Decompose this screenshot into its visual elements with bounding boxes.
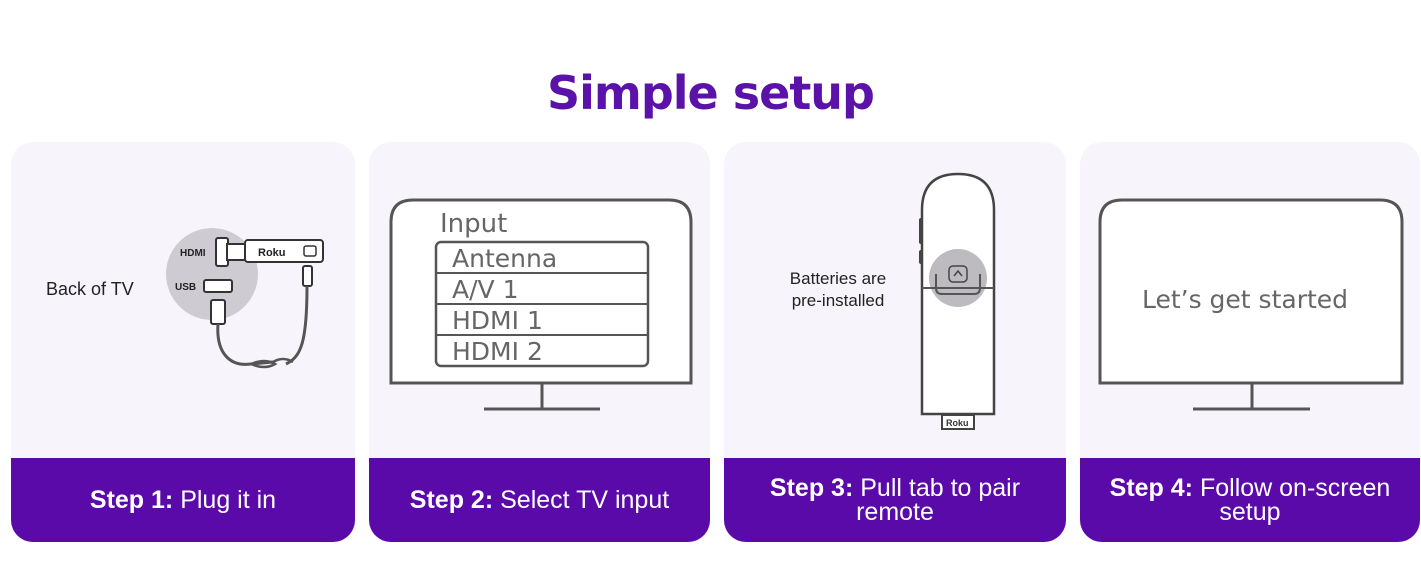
step-3-text: Pull tab to pair remote	[856, 474, 1021, 526]
batteries-caption-line2: pre-installed	[791, 291, 885, 310]
step-3-label: Step 3:	[769, 474, 854, 502]
batteries-caption-line1: Batteries are	[789, 269, 887, 288]
page-title: Simple setup	[547, 66, 875, 120]
step-4-label: Step 4:	[1109, 474, 1194, 502]
tv-screen-svg: Let’s get started	[1098, 198, 1404, 411]
step-2-label: Step 2:	[409, 486, 494, 514]
usb-port-label: USB	[175, 282, 196, 293]
menu-item-hdmi2: HDMI 2	[452, 337, 543, 366]
step-4-text: Follow on-screen setup	[1199, 474, 1391, 526]
usb-port	[203, 279, 233, 293]
tv-input-menu-svg: Input Antenna A/V 1 HDMI 1 HDMI 2	[389, 198, 693, 411]
step-2-footer: Step 2: Select TV input	[369, 458, 710, 542]
step-card-4: Let’s get started Step 4: Follow on-scre…	[1080, 142, 1420, 542]
step-card-2: Input Antenna A/V 1 HDMI 1 HDMI 2 Step 2…	[369, 142, 710, 542]
usb-cable	[285, 285, 309, 366]
back-of-tv-label: Back of TV	[46, 279, 134, 299]
step-card-3: Batteries are pre-installed Roku Step 3:…	[724, 142, 1066, 542]
on-screen-setup-illustration: Let’s get started	[1080, 142, 1420, 458]
menu-item-hdmi1: HDMI 1	[452, 306, 543, 335]
roku-stick-icon	[244, 239, 324, 263]
input-menu-title: Input	[440, 209, 507, 239]
tv-icon	[1098, 198, 1404, 385]
step-1-text: Plug it in	[180, 486, 277, 514]
roku-stick-brand: Roku	[258, 247, 286, 259]
pair-remote-illustration: Batteries are pre-installed Roku	[724, 142, 1066, 458]
batteries-caption: Batteries are pre-installed	[764, 268, 912, 312]
screen-welcome-text: Let’s get started	[1142, 285, 1348, 314]
step-4-footer: Step 4: Follow on-screen setup	[1080, 458, 1420, 542]
hdmi-port-label: HDMI	[180, 248, 206, 259]
remote-svg: Roku	[919, 172, 996, 430]
menu-item-antenna: Antenna	[452, 244, 557, 273]
select-input-illustration: Input Antenna A/V 1 HDMI 1 HDMI 2	[369, 142, 710, 458]
step-2-text: Select TV input	[500, 486, 670, 514]
menu-item-av1: A/V 1	[452, 275, 518, 304]
step-1-footer: Step 1: Plug it in	[11, 458, 355, 542]
tv-ports-svg: HDMI USB Roku	[166, 228, 324, 369]
plug-in-illustration: Back of TV HDMI USB Roku	[11, 142, 355, 458]
remote-brand: Roku	[946, 418, 969, 428]
usb-plug-icon	[210, 299, 226, 325]
stick-usb-plug	[302, 265, 313, 287]
step-card-1: Back of TV HDMI USB Roku Step 1: Plug it…	[11, 142, 355, 542]
pull-tab-icon	[948, 265, 968, 283]
step-3-footer: Step 3: Pull tab to pair remote	[724, 458, 1066, 542]
pull-tab-circle	[929, 249, 987, 307]
tv-screen-icon	[389, 198, 693, 385]
step-1-label: Step 1:	[89, 486, 174, 514]
